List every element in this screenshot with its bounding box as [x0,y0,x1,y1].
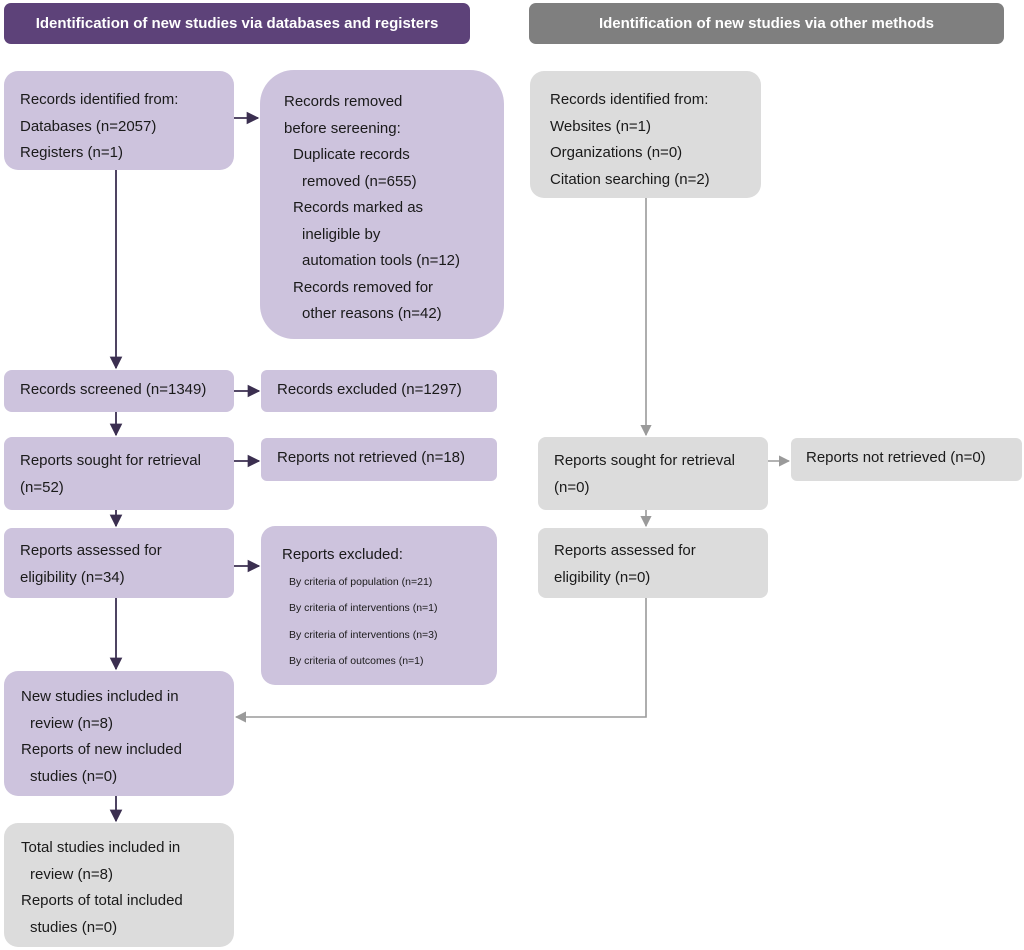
reports-excluded-title: Reports excluded: [282,546,403,563]
reports-excluded-box: Reports excluded: By criteria of populat… [261,526,497,685]
other-removed-count: other reasons (n=42) [302,305,442,322]
new-reports-included-label: Reports of new included [21,741,182,758]
new-studies-included-box: New studies included in review (n=8) Rep… [4,671,234,796]
excluded-interventions-1: By criteria of interventions (n=1) [289,602,438,614]
records-excluded-box: Records excluded (n=1297) [261,370,497,412]
new-studies-included-count: review (n=8) [30,714,113,732]
total-studies-included-count: review (n=8) [30,865,113,883]
reports-assessed-label: Reports assessed for [20,542,162,559]
other-removed-label: Records removed for [293,278,434,296]
new-reports-included-count: studies (n=0) [30,767,118,785]
ineligible-records-label: Records marked as [293,199,424,216]
records-removed-title: Records removed [284,93,403,110]
records-identified-title: Records identified from: [20,91,179,108]
other-identified-title: Records identified from: [550,91,709,108]
other-reports-not-retrieved-label: Reports not retrieved (n=0) [806,449,986,466]
excluded-outcomes: By criteria of outcomes (n=1) [289,655,424,667]
ineligible-records-label: ineligible by [302,225,381,243]
other-identified-citation: Citation searching (n=2) [550,170,710,188]
total-studies-included-label: Total studies included in [21,839,181,856]
records-identified-box: Records identified from: Databases (n=20… [4,71,234,170]
other-records-identified-box: Records identified from: Websites (n=1) … [530,71,761,198]
other-identified-organizations: Organizations (n=0) [550,144,683,161]
reports-sought-label: Reports sought for retrieval [20,452,201,469]
excluded-population: By criteria of population (n=21) [289,575,433,588]
reports-sought-count: (n=52) [20,478,64,496]
records-removed-title: before sereening: [284,119,401,137]
ineligible-records-count: automation tools (n=12) [302,252,461,269]
header-other-methods-label: Identification of new studies via other … [598,15,935,32]
duplicate-records-label: Duplicate records [293,146,410,163]
reports-sought-box: Reports sought for retrieval (n=52) [4,437,234,510]
total-reports-included-count: studies (n=0) [30,918,118,936]
records-excluded-label: Records excluded (n=1297) [277,381,462,398]
total-reports-included-label: Reports of total included [21,892,183,909]
records-screened-box: Records screened (n=1349) [4,370,234,412]
records-identified-registers: Registers (n=1) [20,144,123,161]
other-reports-assessed-box: Reports assessed for eligibility (n=0) [538,528,768,598]
reports-not-retrieved-label: Reports not retrieved (n=18) [277,449,466,466]
other-reports-sought-label: Reports sought for retrieval [554,452,735,469]
duplicate-records-count: removed (n=655) [302,172,417,190]
records-screened-label: Records screened (n=1349) [20,381,207,398]
other-reports-sought-count: (n=0) [554,478,590,496]
other-reports-assessed-label: Reports assessed for [554,542,696,559]
excluded-interventions-3: By criteria of interventions (n=3) [289,628,438,641]
header-databases: Identification of new studies via databa… [4,3,470,44]
other-reports-sought-box: Reports sought for retrieval (n=0) [538,437,768,510]
total-studies-included-box: Total studies included in review (n=8) R… [4,823,234,947]
reports-not-retrieved-box: Reports not retrieved (n=18) [261,438,497,481]
reports-assessed-count: eligibility (n=34) [20,568,125,586]
header-other-methods: Identification of new studies via other … [529,3,1004,44]
new-studies-included-label: New studies included in [21,688,179,705]
records-removed-box: Records removed before sereening: Duplic… [260,70,504,339]
other-reports-assessed-count: eligibility (n=0) [554,568,651,586]
other-identified-websites: Websites (n=1) [550,117,652,135]
records-identified-databases: Databases (n=2057) [20,117,157,135]
header-databases-label: Identification of new studies via databa… [35,15,439,32]
other-reports-not-retrieved-box: Reports not retrieved (n=0) [791,438,1022,481]
reports-assessed-box: Reports assessed for eligibility (n=34) [4,528,234,598]
